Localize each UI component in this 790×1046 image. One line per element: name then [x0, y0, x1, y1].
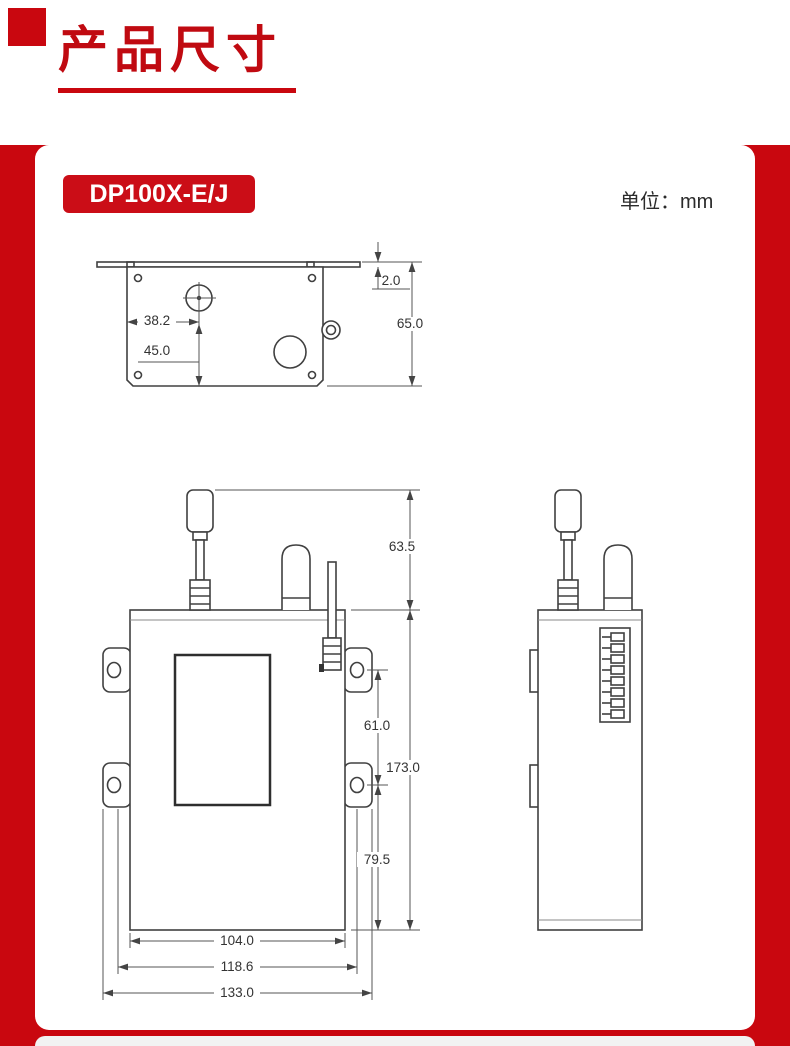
- top-view-drawing: 65.0 2.0 38.2 45.0: [96, 242, 432, 387]
- antenna-main-rod: [563, 539, 573, 581]
- antenna-stub: [603, 544, 633, 610]
- side-view-details: [554, 489, 633, 723]
- dim-mid-width: 118.6: [221, 959, 254, 974]
- ear-hole: [106, 661, 122, 679]
- corner-accent-square: [8, 8, 46, 46]
- header-band: 产品尺寸: [0, 0, 790, 145]
- antenna-main-neck: [192, 531, 208, 541]
- dim-hole-offset-x: 38.2: [144, 313, 170, 328]
- ear-hole: [349, 776, 365, 794]
- dim-hole-offset-y: 45.0: [144, 343, 170, 358]
- next-section-card: [35, 1036, 755, 1046]
- ear-hole: [106, 776, 122, 794]
- dim-plate-thickness: 2.0: [382, 273, 401, 288]
- ear-hole: [349, 661, 365, 679]
- front-view-drawing: 63.5 173.0 61.0 79.5 104.0 118.6 133.0: [102, 489, 427, 1000]
- model-badge: DP100X-E/J: [63, 175, 255, 213]
- dim-overall-height: 65.0: [397, 316, 423, 331]
- corner-screw: [133, 273, 143, 283]
- antenna-main-rod: [195, 539, 205, 581]
- side-connector: [321, 320, 341, 340]
- dim-body-height: 173.0: [386, 760, 420, 775]
- antenna-rod-thin: [327, 561, 337, 639]
- antenna-main-connector: [189, 579, 211, 611]
- display-window: [173, 653, 272, 807]
- content-card: DP100X-E/J 单位：mm: [35, 145, 755, 1030]
- front-view-details: [106, 489, 365, 807]
- dim-antenna-height: 63.5: [389, 539, 415, 554]
- side-connector-pin: [325, 324, 337, 336]
- gland-hole: [273, 335, 307, 369]
- top-view-body: [96, 261, 361, 387]
- unit-label: 单位：mm: [620, 191, 714, 213]
- terminal-block: [599, 627, 631, 723]
- antenna-stub: [281, 544, 311, 610]
- corner-screw: [133, 370, 143, 380]
- corner-screw: [307, 273, 317, 283]
- top-view-dimension-labels: 65.0 2.0 38.2 45.0: [137, 273, 432, 358]
- side-button: [319, 664, 324, 672]
- dim-body-width: 104.0: [220, 933, 254, 948]
- dim-overall-width: 133.0: [220, 985, 254, 1000]
- side-view-drawing: [529, 489, 643, 931]
- antenna-main-cap: [186, 489, 214, 533]
- antenna-main-cap: [554, 489, 582, 533]
- dim-hole-to-bottom: 79.5: [364, 852, 390, 867]
- antenna-main-connector: [557, 579, 579, 611]
- page-title: 产品尺寸: [58, 22, 282, 78]
- front-view-dimension-labels: 63.5 173.0 61.0 79.5 104.0 118.6 133.0: [214, 539, 427, 1000]
- antenna-main-neck: [560, 531, 576, 541]
- dim-hole-spacing: 61.0: [364, 718, 390, 733]
- title-underline: [58, 88, 296, 93]
- corner-screw: [307, 370, 317, 380]
